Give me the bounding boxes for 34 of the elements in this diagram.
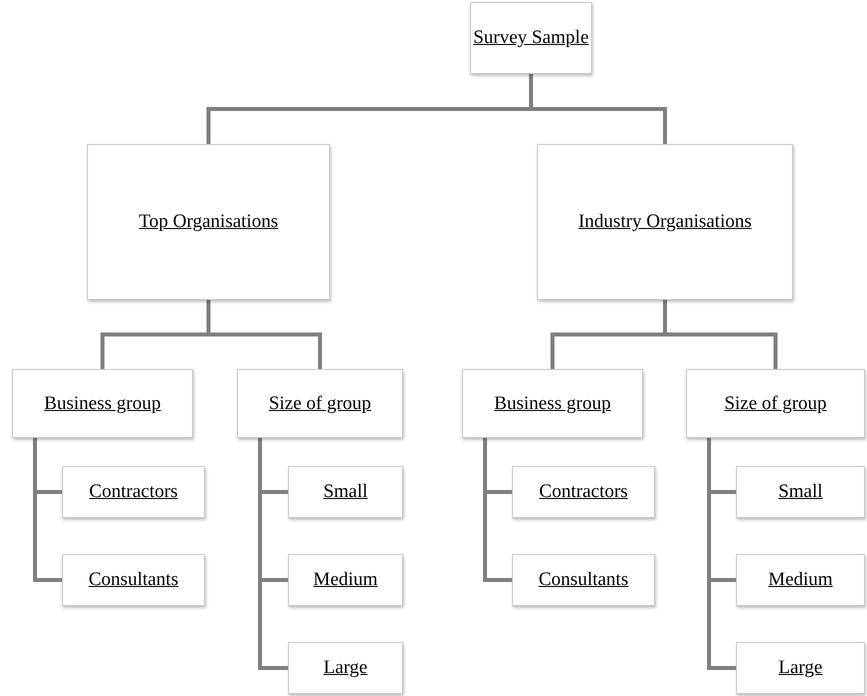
node-box [736, 642, 865, 694]
node-box [237, 369, 403, 438]
node-label: Top Organisations [138, 210, 278, 234]
node-label: Small [323, 480, 368, 504]
node-box [736, 466, 865, 518]
node-box [686, 369, 865, 438]
node-label: Large [324, 656, 368, 680]
node-label: Size of group [268, 392, 372, 416]
node-label: Contractors [89, 480, 178, 504]
node-label: Industry Organisations [578, 210, 752, 234]
node-label: Medium [313, 568, 378, 592]
node-label: Medium [768, 568, 833, 592]
node-label: Size of group [724, 392, 827, 416]
node-box [12, 369, 193, 438]
node-label: Small [778, 480, 823, 504]
node-box [512, 554, 655, 606]
node-box [537, 144, 793, 300]
node-label: Business group [44, 392, 161, 416]
node-box [288, 554, 403, 606]
node-box [736, 554, 865, 606]
node-label: Large [778, 656, 822, 680]
node-label: Contractors [539, 480, 628, 504]
node-box [470, 2, 592, 74]
node-label: Survey Sample [473, 26, 589, 50]
node-box [87, 144, 330, 300]
node-box [62, 554, 205, 606]
node-box [62, 466, 205, 518]
node-label: Consultants [538, 568, 628, 592]
node-label: Consultants [88, 568, 178, 592]
node-label: Business group [494, 392, 611, 416]
node-box [462, 369, 643, 438]
node-box [288, 466, 403, 518]
node-box [512, 466, 655, 518]
node-box [288, 642, 403, 694]
